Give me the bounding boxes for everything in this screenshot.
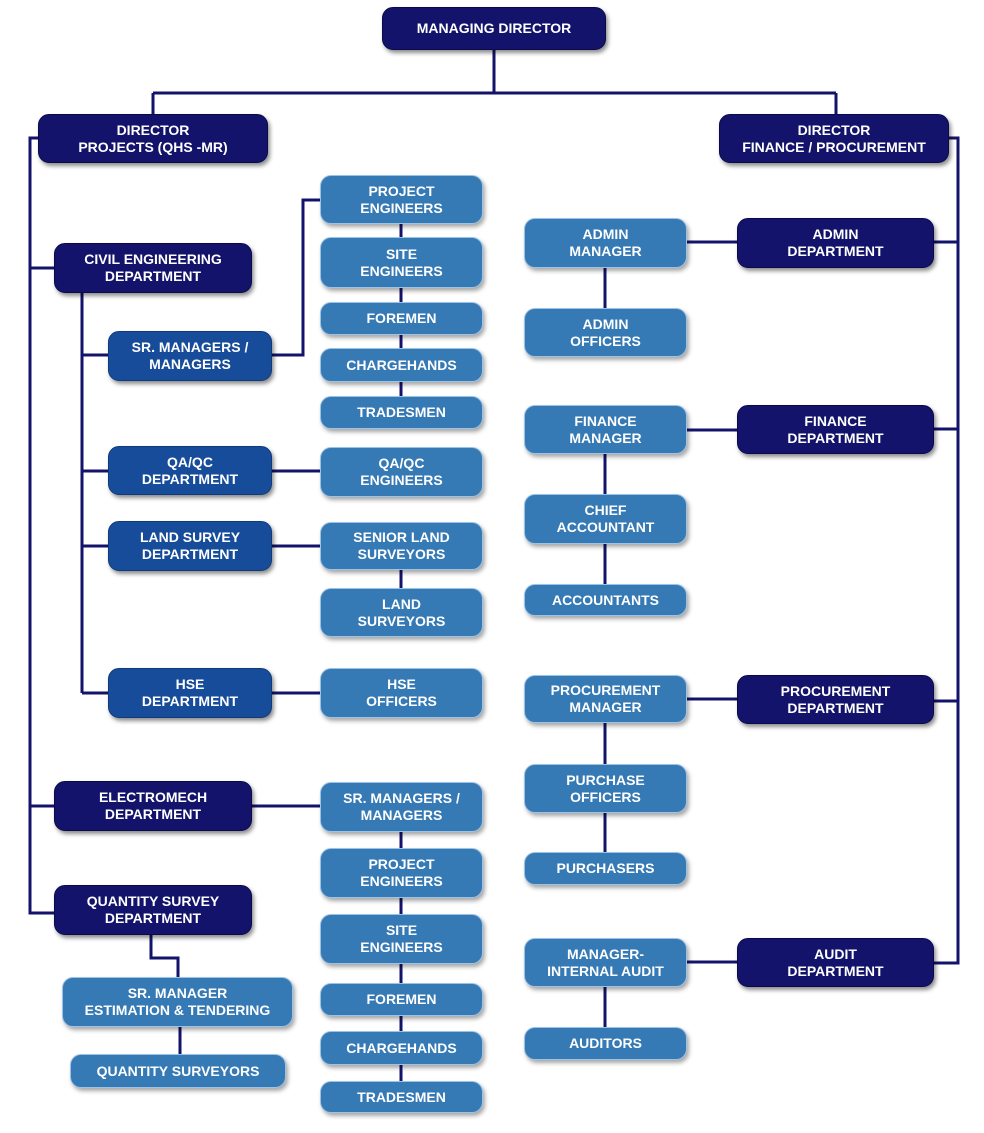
qaqc-engineers-box: QA/QC ENGINEERS <box>320 447 483 497</box>
senior-land-surveyors-box: SENIOR LAND SURVEYORS <box>320 522 483 570</box>
tradesmen-electromech-box: TRADESMEN <box>320 1081 483 1113</box>
land-surveyors-box: LAND SURVEYORS <box>320 588 483 637</box>
hse-officers-box: HSE OFFICERS <box>320 668 483 718</box>
hse-department-box: HSE DEPARTMENT <box>108 668 272 718</box>
sr-managers-civil-box: SR. MANAGERS / MANAGERS <box>108 331 272 381</box>
managing-director-box: MANAGING DIRECTOR <box>382 7 606 50</box>
procurement-manager-box: PROCUREMENT MANAGER <box>524 675 687 723</box>
project-engineers-civil-box: PROJECT ENGINEERS <box>320 175 483 224</box>
accountants-box: ACCOUNTANTS <box>524 584 687 616</box>
foremen-electromech-box: FOREMEN <box>320 983 483 1016</box>
chief-accountant-box: CHIEF ACCOUNTANT <box>524 494 687 544</box>
quantity-surveyors-box: QUANTITY SURVEYORS <box>70 1054 286 1088</box>
finance-manager-box: FINANCE MANAGER <box>524 405 687 454</box>
manager-internal-audit-box: MANAGER- INTERNAL AUDIT <box>524 938 687 987</box>
civil-engineering-department-box: CIVIL ENGINEERING DEPARTMENT <box>54 243 252 293</box>
auditors-box: AUDITORS <box>524 1027 687 1060</box>
admin-officers-box: ADMIN OFFICERS <box>524 308 687 357</box>
director-projects-box: DIRECTOR PROJECTS (QHS -MR) <box>38 114 268 163</box>
purchasers-box: PURCHASERS <box>524 852 687 885</box>
site-engineers-civil-box: SITE ENGINEERS <box>320 237 483 288</box>
sr-manager-estimation-box: SR. MANAGER ESTIMATION & TENDERING <box>62 977 293 1027</box>
quantity-survey-department-box: QUANTITY SURVEY DEPARTMENT <box>54 885 252 935</box>
qaqc-department-box: QA/QC DEPARTMENT <box>108 446 272 495</box>
chargehands-electromech-box: CHARGEHANDS <box>320 1031 483 1065</box>
purchase-officers-box: PURCHASE OFFICERS <box>524 764 687 813</box>
chargehands-civil-box: CHARGEHANDS <box>320 348 483 382</box>
director-finance-box: DIRECTOR FINANCE / PROCUREMENT <box>719 114 949 163</box>
admin-manager-box: ADMIN MANAGER <box>524 218 687 268</box>
land-survey-department-box: LAND SURVEY DEPARTMENT <box>108 521 272 571</box>
finance-department-box: FINANCE DEPARTMENT <box>737 405 934 454</box>
foremen-civil-box: FOREMEN <box>320 302 483 335</box>
site-engineers-electromech-box: SITE ENGINEERS <box>320 914 483 964</box>
sr-managers-electromech-box: SR. MANAGERS / MANAGERS <box>320 782 483 832</box>
tradesmen-civil-box: TRADESMEN <box>320 396 483 429</box>
project-engineers-electromech-box: PROJECT ENGINEERS <box>320 848 483 898</box>
electromech-department-box: ELECTROMECH DEPARTMENT <box>54 781 252 831</box>
audit-department-box: AUDIT DEPARTMENT <box>737 938 934 987</box>
procurement-department-box: PROCUREMENT DEPARTMENT <box>737 675 934 724</box>
admin-department-box: ADMIN DEPARTMENT <box>737 218 934 268</box>
